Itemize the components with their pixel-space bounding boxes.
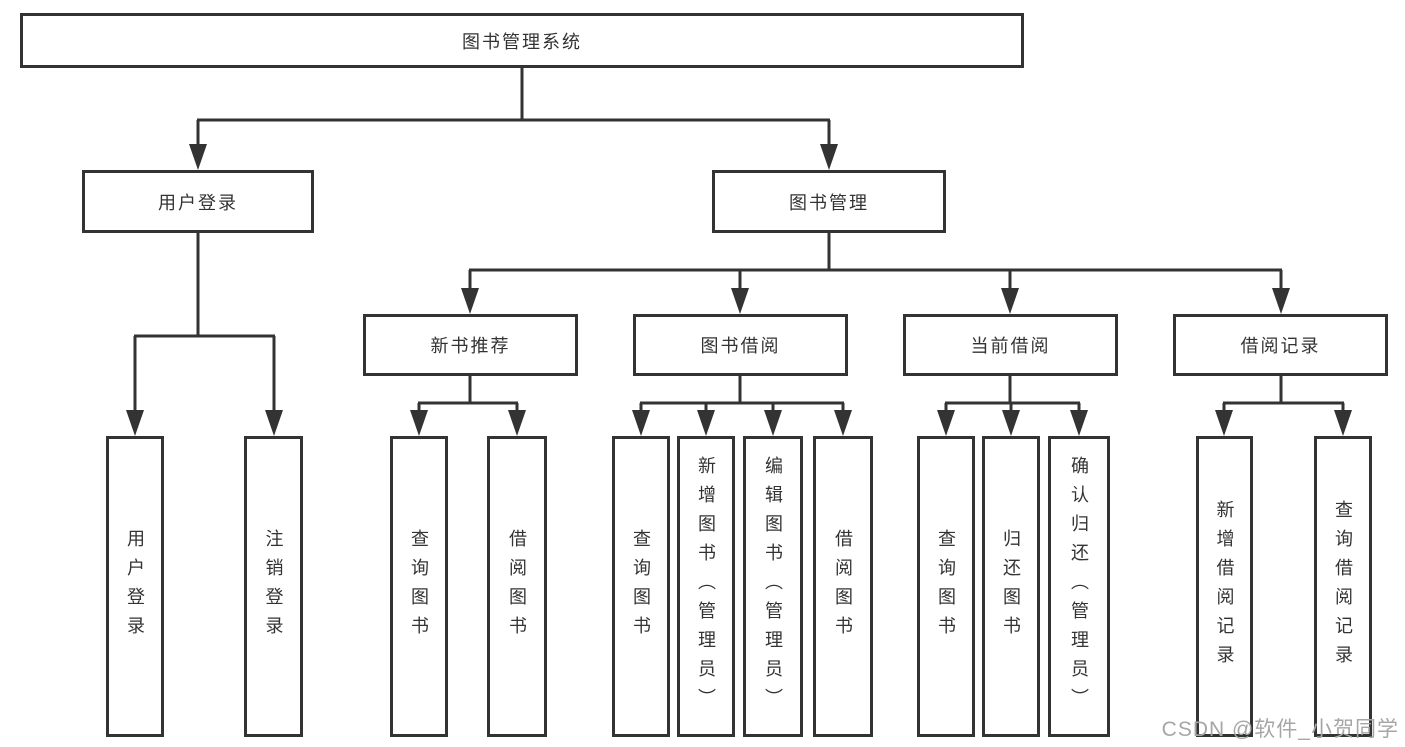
node-label: 查询图书 (631, 528, 651, 645)
leaf-add-borrow-record: 新增借阅记录 (1196, 436, 1253, 737)
node-label: 用户登录 (158, 192, 238, 213)
node-label: 查询借阅记录 (1333, 499, 1353, 674)
node-book-management: 图书管理 (712, 170, 946, 233)
node-library-system: 图书管理系统 (20, 13, 1024, 68)
leaf-query-books-1: 查询图书 (390, 436, 448, 737)
leaf-user-login: 用户登录 (106, 436, 164, 737)
leaf-query-borrow-record: 查询借阅记录 (1314, 436, 1372, 737)
node-label: 借阅记录 (1240, 336, 1321, 356)
node-label: 当前借阅 (970, 336, 1051, 356)
watermark: CSDN @软件_小贺同学 (1161, 718, 1399, 741)
node-book-borrow: 图书借阅 (633, 314, 848, 376)
node-label: 编辑图书（管理员） (763, 456, 783, 717)
node-label: 借阅图书 (833, 528, 853, 645)
node-label: 确认归还（管理员） (1069, 456, 1089, 717)
node-label: 新增图书（管理员） (696, 456, 716, 717)
node-label: 新书推荐 (430, 336, 511, 356)
node-label: 归还图书 (1001, 528, 1021, 645)
node-label: 注销登录 (263, 528, 284, 645)
leaf-query-books-3: 查询图书 (917, 436, 975, 737)
leaf-borrow-books-2: 借阅图书 (813, 436, 873, 737)
node-current-borrow: 当前借阅 (903, 314, 1118, 376)
leaf-confirm-return-admin: 确认归还（管理员） (1048, 436, 1110, 737)
node-label: 用户登录 (125, 528, 145, 645)
node-new-book-recommend: 新书推荐 (363, 314, 578, 376)
leaf-add-book-admin: 新增图书（管理员） (677, 436, 735, 737)
node-borrow-records: 借阅记录 (1173, 314, 1388, 376)
node-user-login: 用户登录 (82, 170, 314, 233)
leaf-return-book: 归还图书 (982, 436, 1040, 737)
node-label: 图书管理 (789, 192, 869, 213)
node-label: 图书借阅 (700, 336, 781, 356)
leaf-query-books-2: 查询图书 (612, 436, 670, 737)
leaf-logout: 注销登录 (244, 436, 303, 737)
node-label: 查询图书 (936, 528, 956, 645)
node-label: 查询图书 (409, 528, 429, 645)
leaf-edit-book-admin: 编辑图书（管理员） (743, 436, 803, 737)
node-label: 图书管理系统 (462, 31, 582, 52)
leaf-borrow-books-1: 借阅图书 (487, 436, 547, 737)
node-label: 借阅图书 (507, 528, 527, 645)
node-label: 新增借阅记录 (1214, 499, 1235, 674)
